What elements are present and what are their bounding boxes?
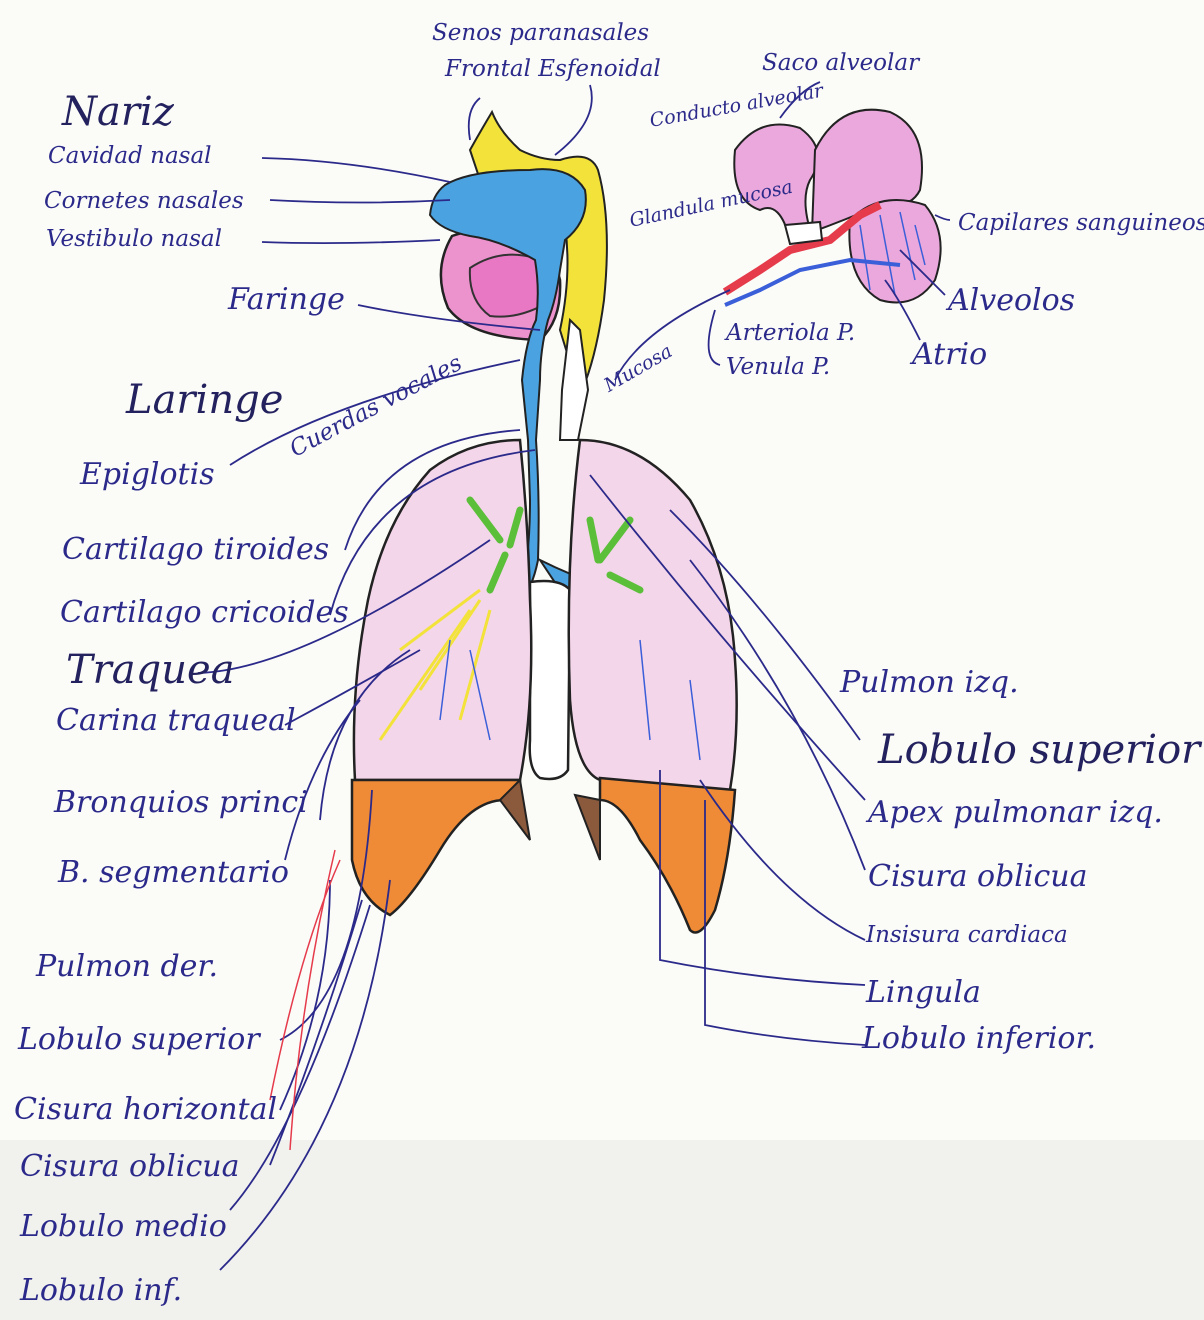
- label-arteriola-p: Arteriola P.: [726, 322, 855, 345]
- label-lobulo-medio: Lobulo medio: [20, 1212, 227, 1242]
- label-cornetes-nasales: Cornetes nasales: [44, 190, 244, 213]
- label-cartilago-tiroides: Cartilago tiroides: [62, 535, 329, 565]
- label-atrio: Atrio: [912, 340, 987, 370]
- label-apex-pulmonar-izq: Apex pulmonar izq.: [868, 798, 1163, 828]
- label-cisura-oblicua-izq: Cisura oblicua: [868, 862, 1088, 892]
- label-pulmon-izquierdo: Pulmon izq.: [840, 668, 1019, 698]
- label-carina-traqueal: Carina traqueal: [56, 706, 296, 736]
- label-saco-alveolar: Saco alveolar: [762, 52, 919, 75]
- label-lobulo-superior-der: Lobulo superior: [18, 1025, 260, 1055]
- label-lobulo-superior-izq: Lobulo superior: [878, 730, 1200, 770]
- label-faringe: Faringe: [228, 285, 345, 315]
- label-pulmon-derecho: Pulmon der.: [36, 952, 218, 982]
- label-cisura-oblicua-der: Cisura oblicua: [20, 1152, 240, 1182]
- label-lobulo-inferior-der: Lobulo inf.: [20, 1276, 182, 1306]
- label-cisura-horizontal: Cisura horizontal: [14, 1095, 277, 1125]
- label-cavidad-nasal: Cavidad nasal: [48, 145, 212, 168]
- label-senos-paranasales: Senos paranasales: [432, 22, 649, 45]
- label-incisura-cardiaca: Insisura cardiaca: [866, 924, 1068, 947]
- trachea-lower-tube: [530, 581, 570, 779]
- left-lung: [569, 440, 737, 790]
- label-vestibulo-nasal: Vestibulo nasal: [46, 228, 222, 251]
- label-lobulo-inferior-izq: Lobulo inferior.: [862, 1024, 1096, 1054]
- label-traquea: Traquea: [66, 650, 235, 690]
- label-bronquios-principales: Bronquios princi: [54, 788, 308, 818]
- diaphragm-crus-right: [575, 795, 600, 860]
- alveolar-duct-box: [785, 222, 822, 244]
- label-epiglotis: Epiglotis: [80, 460, 215, 490]
- right-lung: [354, 440, 531, 780]
- label-frontal-esfenoidal: Frontal Esfenoidal: [445, 58, 661, 81]
- label-laringe: Laringe: [126, 380, 283, 420]
- label-alveolos: Alveolos: [948, 286, 1075, 316]
- label-bronquio-segmentario: B. segmentario: [58, 858, 289, 888]
- label-venula-p: Venula P.: [726, 356, 830, 379]
- right-diaphragm: [352, 780, 520, 915]
- label-nariz: Nariz: [62, 92, 174, 132]
- label-capilares-sanguineos: Capilares sanguineos: [958, 212, 1204, 235]
- label-cartilago-cricoides: Cartilago cricoides: [60, 598, 349, 628]
- label-lingula: Lingula: [866, 978, 981, 1008]
